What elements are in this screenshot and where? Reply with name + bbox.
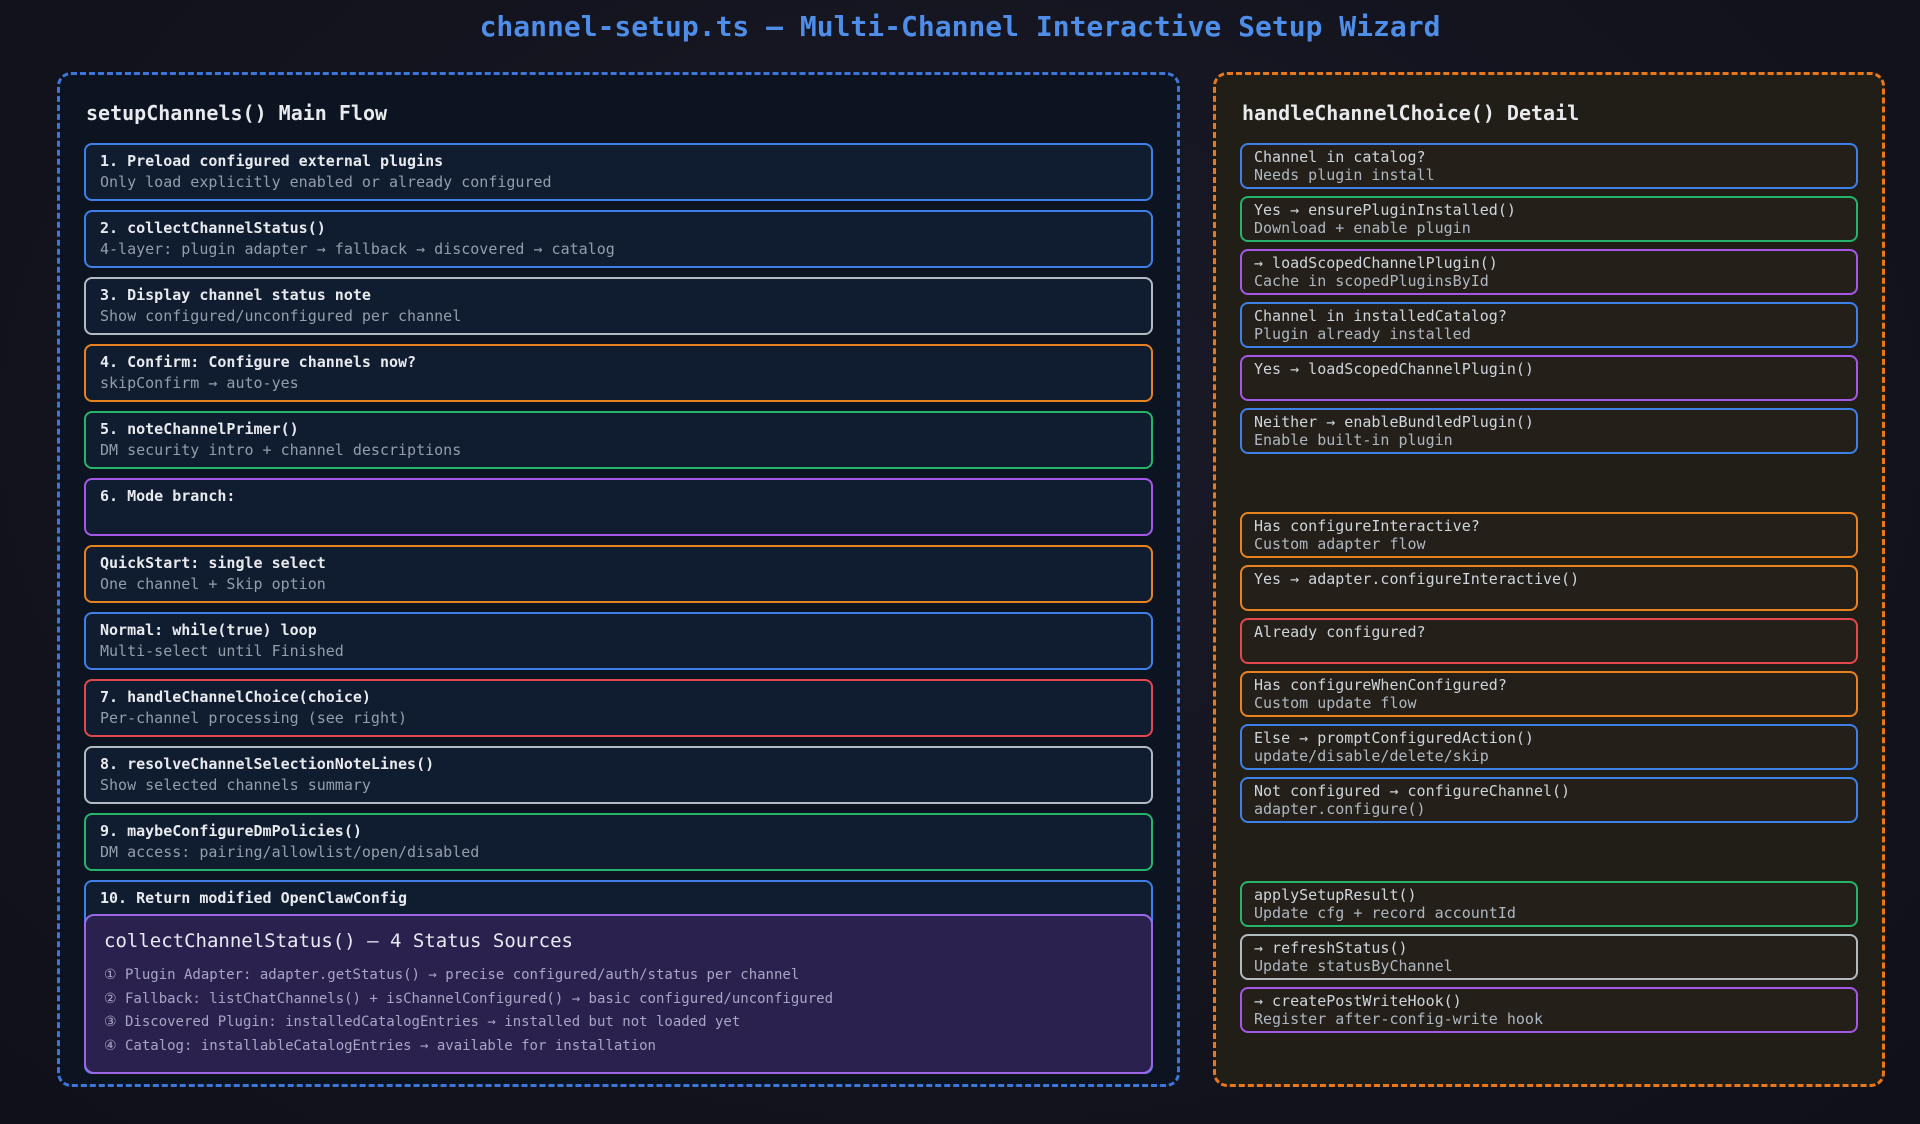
detail-step-line1: → refreshStatus() — [1254, 939, 1408, 957]
detail-step-ensure-plugin-installed: Yes → ensurePluginInstalled() Download +… — [1240, 196, 1858, 242]
detail-step-channel-in-installed-catalog: Channel in installedCatalog? Plugin alre… — [1240, 302, 1858, 348]
flow-step-desc: One channel + Skip option — [100, 575, 326, 593]
flow-step-desc: Show selected channels summary — [100, 776, 371, 794]
detail-step-line2 — [1254, 378, 1844, 396]
detail-step-refresh-status: → refreshStatus() Update statusByChannel — [1240, 934, 1858, 980]
detail-step-line2: Update cfg + record accountId — [1254, 904, 1516, 922]
detail-step-prompt-configured-action: Else → promptConfiguredAction() update/d… — [1240, 724, 1858, 770]
detail-step-enable-bundled-plugin: Neither → enableBundledPlugin() Enable b… — [1240, 408, 1858, 454]
detail-step-line1: Already configured? — [1254, 623, 1426, 641]
status-source-item: ② Fallback: listChatChannels() + isChann… — [104, 990, 833, 1007]
flow-step-desc: Only load explicitly enabled or already … — [100, 173, 552, 191]
detail-step-line1: Has configureInteractive? — [1254, 517, 1480, 535]
detail-step-line2: Plugin already installed — [1254, 325, 1471, 343]
main-flow-panel: setupChannels() Main Flow 1. Preload con… — [57, 72, 1180, 1087]
flow-step-return-config: 10. Return modified OpenClawConfig colle… — [84, 880, 1153, 1074]
detail-step-line1: Not configured → configureChannel() — [1254, 782, 1571, 800]
detail-step-line2: Register after-config-write hook — [1254, 1010, 1543, 1028]
detail-step-apply-setup-result: applySetupResult() Update cfg + record a… — [1240, 881, 1858, 927]
flow-step-note-channel-primer: 5. noteChannelPrimer() DM security intro… — [84, 411, 1153, 469]
flow-step-desc: DM security intro + channel descriptions — [100, 441, 462, 459]
main-flow-header: setupChannels() Main Flow — [86, 101, 388, 125]
flow-step-title: QuickStart: single select — [100, 554, 326, 572]
detail-step-line1: Yes → ensurePluginInstalled() — [1254, 201, 1516, 219]
flow-step-preload-plugins: 1. Preload configured external plugins O… — [84, 143, 1153, 201]
flow-step-display-status-note: 3. Display channel status note Show conf… — [84, 277, 1153, 335]
flow-step-title: 2. collectChannelStatus() — [100, 219, 326, 237]
flow-step-title: 1. Preload configured external plugins — [100, 152, 444, 170]
detail-step-line2: Update statusByChannel — [1254, 957, 1453, 975]
flow-step-title: 5. noteChannelPrimer() — [100, 420, 299, 438]
detail-step-configure-channel: Not configured → configureChannel() adap… — [1240, 777, 1858, 823]
detail-step-line1: Channel in installedCatalog? — [1254, 307, 1507, 325]
detail-step-has-configure-when-configured: Has configureWhenConfigured? Custom upda… — [1240, 671, 1858, 717]
status-source-item: ③ Discovered Plugin: installedCatalogEnt… — [104, 1014, 741, 1030]
flow-step-desc: Show configured/unconfigured per channel — [100, 307, 462, 325]
flow-step-title: 3. Display channel status note — [100, 286, 371, 304]
detail-step-line2: update/disable/delete/skip — [1254, 747, 1489, 765]
detail-step-line1: → loadScopedChannelPlugin() — [1254, 254, 1498, 272]
detail-step-line2: Enable built-in plugin — [1254, 431, 1453, 449]
flow-step-title: 10. Return modified OpenClawConfig — [100, 889, 408, 907]
detail-step-yes-load-scoped-plugin: Yes → loadScopedChannelPlugin() — [1240, 355, 1858, 401]
detail-step-line2: Needs plugin install — [1254, 166, 1435, 184]
flow-step-title: 7. handleChannelChoice(choice) — [100, 688, 371, 706]
flow-step-resolve-selection-notes: 8. resolveChannelSelectionNoteLines() Sh… — [84, 746, 1153, 804]
detail-step-line1: → createPostWriteHook() — [1254, 992, 1462, 1010]
detail-step-line2: Download + enable plugin — [1254, 219, 1471, 237]
status-sources-header: collectChannelStatus() — 4 Status Source… — [104, 930, 573, 952]
flow-step-configure-dm-policies: 9. maybeConfigureDmPolicies() DM access:… — [84, 813, 1153, 871]
flow-step-confirm-configure: 4. Confirm: Configure channels now? skip… — [84, 344, 1153, 402]
detail-group-configure: Has configureInteractive? Custom adapter… — [1240, 512, 1858, 823]
flow-step-title: 8. resolveChannelSelectionNoteLines() — [100, 755, 435, 773]
detail-step-channel-in-catalog: Channel in catalog? Needs plugin install — [1240, 143, 1858, 189]
detail-step-line1: Else → promptConfiguredAction() — [1254, 729, 1534, 747]
detail-step-line1: Has configureWhenConfigured? — [1254, 676, 1507, 694]
detail-header: handleChannelChoice() Detail — [1242, 101, 1580, 125]
flow-step-desc: Per-channel processing (see right) — [100, 709, 408, 727]
flow-step-title: Normal: while(true) loop — [100, 621, 317, 639]
detail-step-line1: Yes → loadScopedChannelPlugin() — [1254, 360, 1534, 378]
page-title: channel-setup.ts — Multi-Channel Interac… — [479, 10, 1441, 43]
detail-step-load-scoped-plugin: → loadScopedChannelPlugin() Cache in sco… — [1240, 249, 1858, 295]
flow-step-quickstart-mode: QuickStart: single select One channel + … — [84, 545, 1153, 603]
detail-step-line2 — [1254, 641, 1844, 659]
detail-step-line2: adapter.configure() — [1254, 800, 1426, 818]
flow-step-title: 9. maybeConfigureDmPolicies() — [100, 822, 362, 840]
flow-step-title: 6. Mode branch: — [100, 487, 236, 505]
status-source-item: ④ Catalog: installableCatalogEntries → a… — [104, 1037, 656, 1054]
detail-step-create-post-write-hook: → createPostWriteHook() Register after-c… — [1240, 987, 1858, 1033]
flow-step-title: 4. Confirm: Configure channels now? — [100, 353, 417, 371]
flow-step-handle-channel-choice: 7. handleChannelChoice(choice) Per-chann… — [84, 679, 1153, 737]
detail-step-line1: Neither → enableBundledPlugin() — [1254, 413, 1534, 431]
detail-step-adapter-configure-interactive: Yes → adapter.configureInteractive() — [1240, 565, 1858, 611]
status-source-item: ① Plugin Adapter: adapter.getStatus() → … — [104, 967, 800, 983]
status-sources-box: collectChannelStatus() — 4 Status Source… — [84, 914, 1153, 1074]
flow-step-collect-channel-status: 2. collectChannelStatus() 4-layer: plugi… — [84, 210, 1153, 268]
detail-panel: handleChannelChoice() Detail Channel in … — [1213, 72, 1885, 1087]
flow-step-normal-mode: Normal: while(true) loop Multi-select un… — [84, 612, 1153, 670]
detail-group-apply-result: applySetupResult() Update cfg + record a… — [1240, 881, 1858, 1033]
main-flow-steps: 1. Preload configured external plugins O… — [84, 143, 1153, 1074]
detail-groups: Channel in catalog? Needs plugin install… — [1240, 143, 1858, 1033]
detail-step-already-configured: Already configured? — [1240, 618, 1858, 664]
flow-step-desc: Multi-select until Finished — [100, 642, 344, 660]
detail-step-line1: applySetupResult() — [1254, 886, 1417, 904]
detail-group-plugin-install: Channel in catalog? Needs plugin install… — [1240, 143, 1858, 454]
flow-step-desc: skipConfirm → auto-yes — [100, 374, 299, 392]
detail-step-line2: Cache in scopedPluginsById — [1254, 272, 1489, 290]
flow-step-desc: DM access: pairing/allowlist/open/disabl… — [100, 843, 480, 861]
flow-step-desc: 4-layer: plugin adapter → fallback → dis… — [100, 240, 615, 258]
detail-step-line2 — [1254, 588, 1844, 606]
flow-step-mode-branch: 6. Mode branch: — [84, 478, 1153, 536]
detail-step-line2: Custom adapter flow — [1254, 535, 1426, 553]
detail-step-has-configure-interactive: Has configureInteractive? Custom adapter… — [1240, 512, 1858, 558]
detail-step-line2: Custom update flow — [1254, 694, 1417, 712]
flow-step-desc — [100, 507, 1137, 528]
detail-step-line1: Yes → adapter.configureInteractive() — [1254, 570, 1580, 588]
detail-step-line1: Channel in catalog? — [1254, 148, 1426, 166]
